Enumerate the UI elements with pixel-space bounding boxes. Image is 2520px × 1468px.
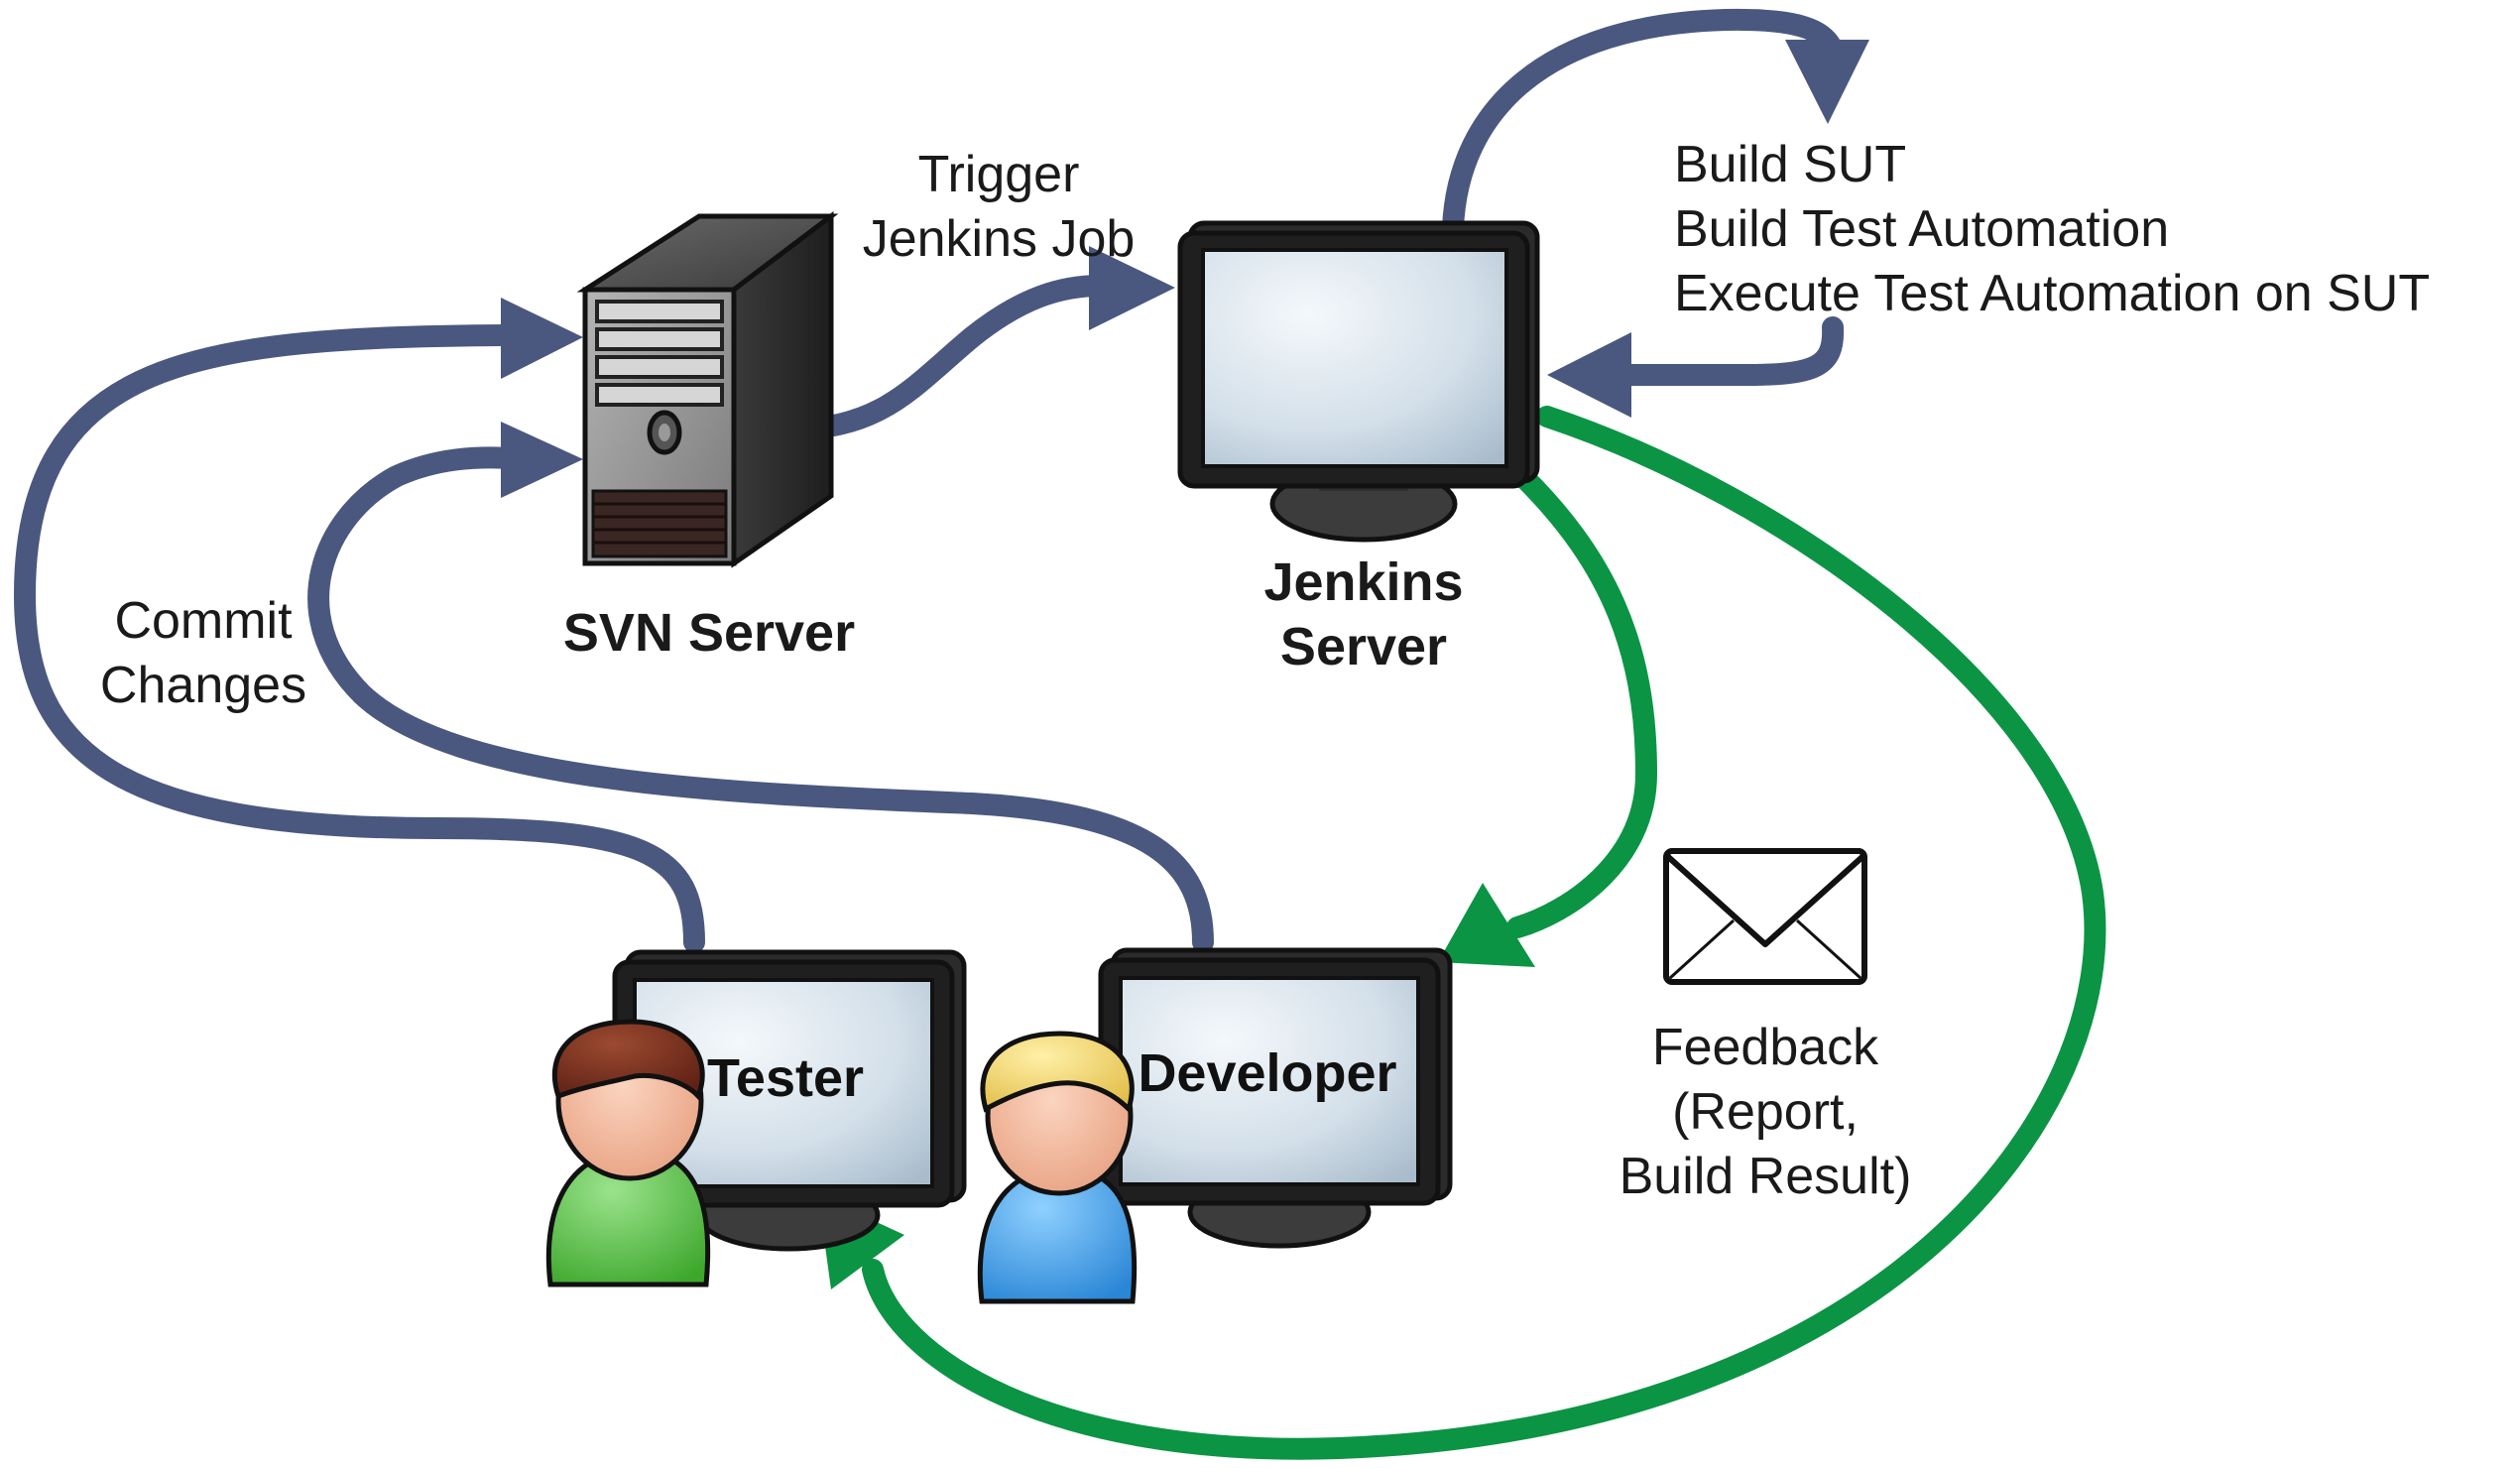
commit-label-line1: Commit [114, 592, 293, 650]
developer-commit-arrow [307, 446, 1214, 953]
trigger-arrowhead [1089, 246, 1175, 330]
developer-label: Developer [1138, 1043, 1396, 1103]
tester-workstation: Tester [545, 949, 967, 1287]
build-loop-arrowhead-down [1785, 40, 1869, 124]
monitor-icon [612, 949, 967, 1252]
envelope-icon [1663, 848, 1867, 985]
tester-commit-arrow [13, 324, 705, 953]
build-steps-label: Build SUT Build Test Automation Execute … [1674, 136, 2430, 322]
jenkins-server-label-line2: Server [1280, 617, 1447, 676]
commit-label-line2: Changes [100, 657, 306, 714]
tester-commit-arrowhead [501, 298, 583, 379]
feedback-arrow-developer [1501, 455, 1658, 938]
trigger-label-line2: Jenkins Job [863, 210, 1136, 268]
trigger-label-line1: Trigger [918, 146, 1080, 203]
commit-label: Commit Changes [100, 592, 306, 714]
build-loop-arrow-back [1606, 316, 1845, 386]
person-icon [545, 1019, 711, 1287]
svn-server: SVN Server [563, 210, 855, 663]
tower-server-icon [576, 210, 839, 568]
monitor-icon [1177, 220, 1540, 543]
feedback-arrow-tester [862, 406, 2106, 1460]
commit-arrows [13, 8, 1869, 953]
tester-label: Tester [707, 1048, 864, 1108]
trigger-label: Trigger Jenkins Job [863, 146, 1136, 268]
developer-workstation: Developer [977, 947, 1453, 1304]
person-icon [977, 1031, 1138, 1304]
build-loop-arrow-out [1442, 8, 1847, 239]
developer-commit-arrowhead [501, 422, 583, 498]
feedback-label-line2: (Report, [1672, 1083, 1859, 1141]
jenkins-server: Jenkins Server [1177, 220, 1540, 676]
feedback-label-line1: Feedback [1652, 1019, 1879, 1076]
feedback-label-line3: Build Result) [1620, 1148, 1912, 1205]
build-steps-line3: Execute Test Automation on SUT [1674, 265, 2430, 322]
build-loop-arrowhead-left [1547, 332, 1631, 418]
jenkins-server-label-line1: Jenkins [1263, 552, 1463, 612]
monitor-icon [1098, 947, 1453, 1249]
feedback-label: Feedback (Report, Build Result) [1620, 1019, 1912, 1205]
svn-server-label: SVN Server [563, 603, 855, 663]
build-steps-line1: Build SUT [1674, 136, 1906, 193]
build-steps-line2: Build Test Automation [1674, 200, 2169, 258]
feedback-arrowhead-developer [1438, 883, 1535, 967]
trigger-arrow [778, 275, 1112, 440]
